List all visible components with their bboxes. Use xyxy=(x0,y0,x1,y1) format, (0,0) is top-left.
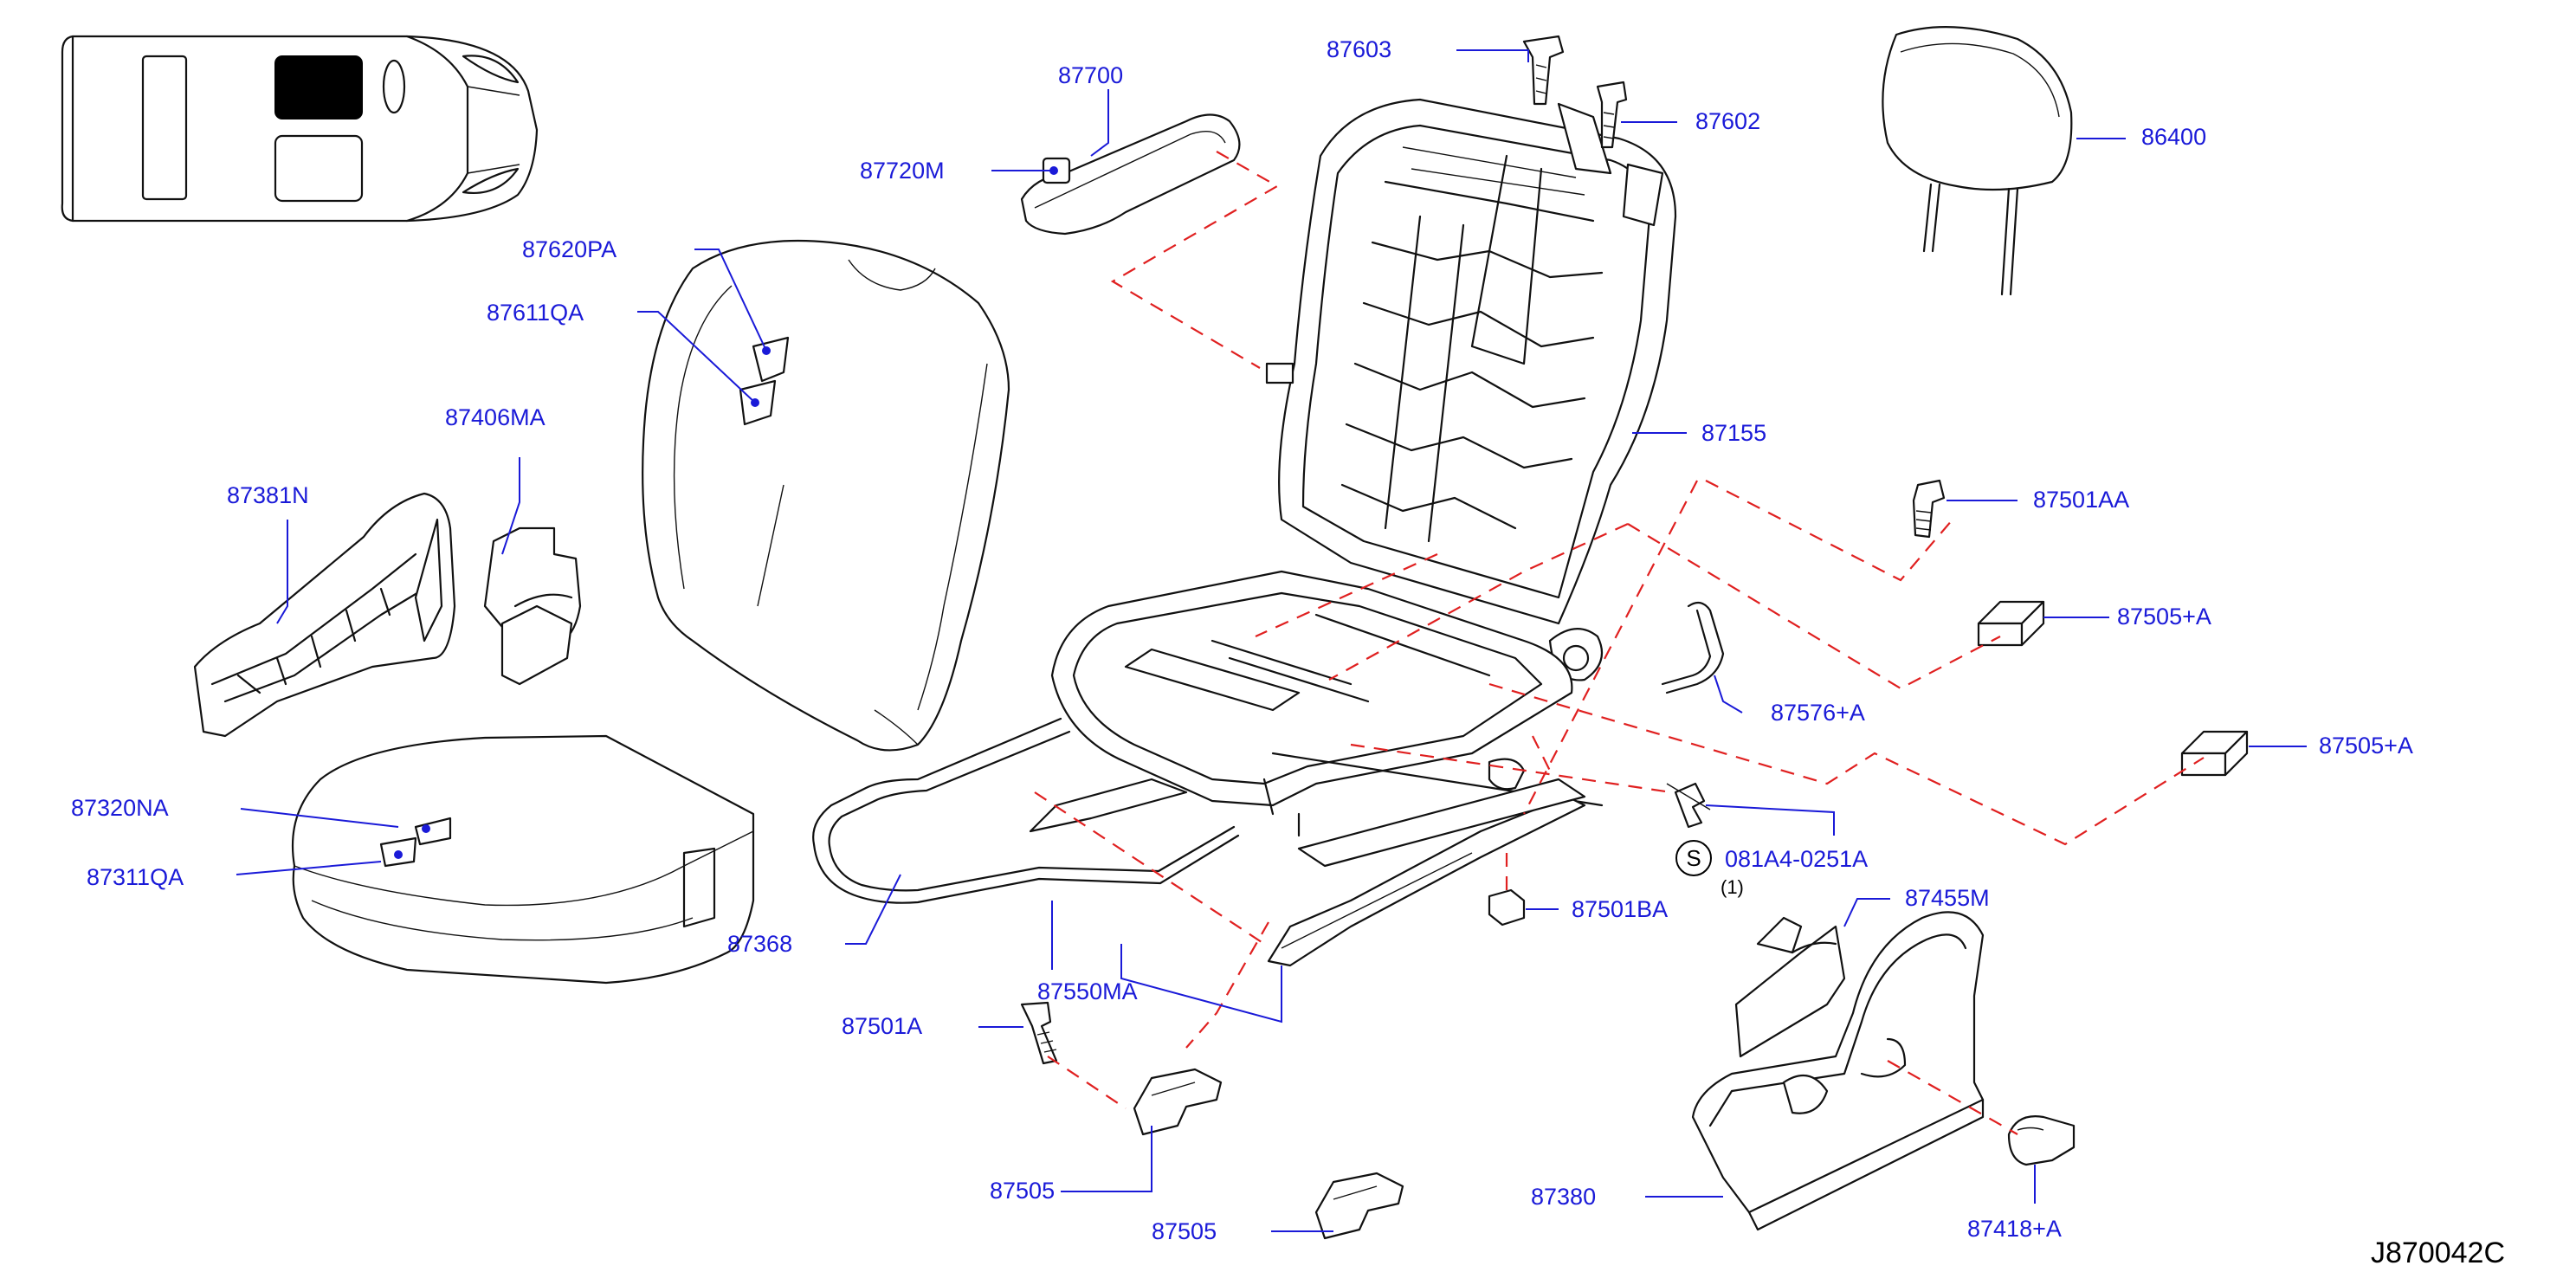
label-bolt-qty: (1) xyxy=(1721,876,1744,898)
seatback-cover-drawing xyxy=(642,239,1010,752)
armrest-drawing xyxy=(1020,113,1241,236)
label-87550MA: 87550MA xyxy=(1037,978,1138,1004)
bolt-87603-icon xyxy=(1522,35,1565,106)
label-87620PA: 87620PA xyxy=(522,236,617,262)
knob-87418A-icon xyxy=(2007,1115,2076,1166)
diagram-reference-code: J870042C xyxy=(2371,1237,2506,1269)
wire-clip-87576A-icon xyxy=(1661,601,1725,694)
nut-87501BA-icon xyxy=(1488,888,1526,927)
label-87700: 87700 xyxy=(1058,62,1124,88)
dashed-guides xyxy=(1034,151,2205,1135)
leader-dots xyxy=(394,166,1058,859)
label-87720M: 87720M xyxy=(860,158,945,184)
label-87611QA: 87611QA xyxy=(487,300,584,326)
label-87455M: 87455M xyxy=(1905,885,1990,911)
label-87155: 87155 xyxy=(1701,420,1767,446)
cover-87455M-drawing xyxy=(1734,916,1846,1058)
label-87505A-1: 87505+A xyxy=(2117,604,2211,630)
label-87380: 87380 xyxy=(1531,1184,1597,1210)
label-87418A: 87418+A xyxy=(1967,1216,2062,1242)
bracket-87505-1-icon xyxy=(1133,1068,1223,1136)
label-87311QA: 87311QA xyxy=(87,864,184,890)
label-87505-2: 87505 xyxy=(1152,1218,1217,1244)
bolt-87501AA-icon xyxy=(1912,479,1946,539)
bolt-87602-icon xyxy=(1596,81,1628,149)
label-87505A-2: 87505+A xyxy=(2319,733,2413,759)
label-87406MA: 87406MA xyxy=(445,404,546,430)
label-87602: 87602 xyxy=(1695,108,1761,134)
side-finisher-87380-drawing xyxy=(1691,911,1985,1231)
label-87576A: 87576+A xyxy=(1771,700,1865,726)
leader-lines xyxy=(236,49,2307,1232)
bolt-87501A-icon xyxy=(1020,1001,1058,1065)
label-87320NA: 87320NA xyxy=(71,795,169,821)
label-87368: 87368 xyxy=(727,931,793,957)
label-87381N: 87381N xyxy=(227,482,309,508)
bolt-081A4-icon xyxy=(1666,782,1711,829)
label-87603: 87603 xyxy=(1327,36,1392,62)
bolt-symbol-circle: S xyxy=(1675,840,1712,876)
bracket-87505-2-icon xyxy=(1314,1172,1404,1240)
car-locator-icon xyxy=(61,35,539,223)
seatback-frame-drawing xyxy=(1265,98,1677,681)
seatback-board-drawing xyxy=(193,492,456,738)
seat-cushion-cover-drawing xyxy=(291,734,755,985)
back-trim-drawing xyxy=(483,526,582,686)
label-87501BA: 87501BA xyxy=(1572,896,1669,922)
label-87501AA: 87501AA xyxy=(2033,487,2130,513)
label-87501A: 87501A xyxy=(842,1013,923,1039)
clip-87505A-1-icon xyxy=(1977,600,2045,647)
headrest-drawing xyxy=(1882,26,2073,296)
label-081A4-0251A: 081A4-0251A xyxy=(1725,846,1869,872)
label-87505-1: 87505 xyxy=(990,1178,1056,1204)
clip-87505A-2-icon xyxy=(2180,730,2249,777)
seat-cushion-frame-drawing xyxy=(1029,570,1604,967)
label-86400: 86400 xyxy=(2141,124,2207,150)
